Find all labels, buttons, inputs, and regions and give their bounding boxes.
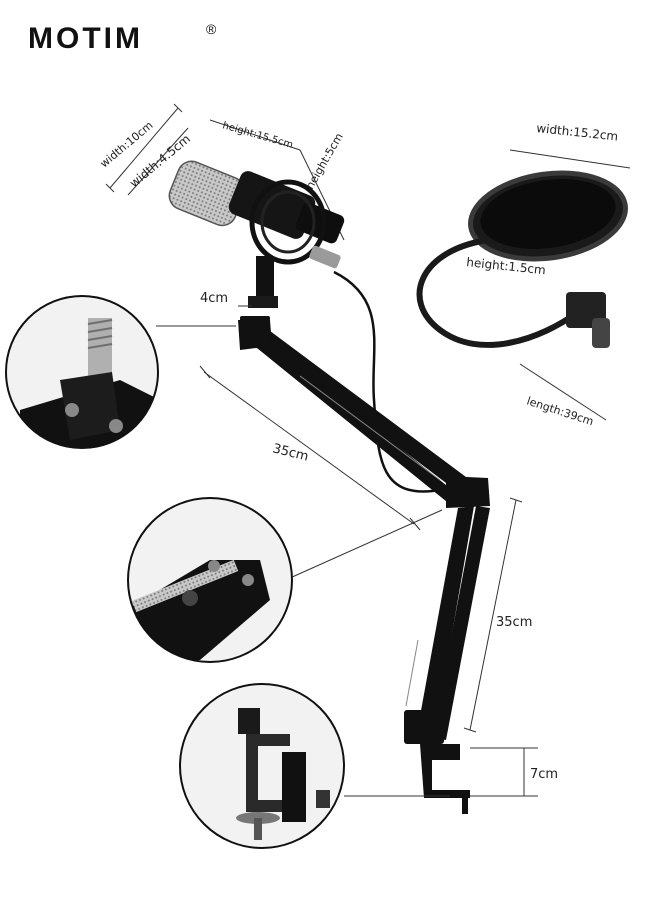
filter-width-label: width:15.2cm xyxy=(536,121,619,144)
gooseneck-length-label: length:39cm xyxy=(525,394,595,428)
mount-height-label: height:5cm xyxy=(303,131,346,192)
condenser-microphone xyxy=(168,160,345,269)
clamp-opening-label: 7cm xyxy=(530,767,558,782)
filter-dimension-lines xyxy=(509,149,631,421)
mic-height-label: height:15.5cm xyxy=(221,120,294,151)
arm-springs xyxy=(299,375,441,707)
lower-arm-length-label: 35cm xyxy=(496,615,532,630)
detail-circle-spring-joint xyxy=(127,497,293,663)
scissor-arm-stand xyxy=(238,320,490,814)
mount-spacing-label: 4cm xyxy=(200,291,228,306)
brand-name: MOTIM xyxy=(28,22,143,55)
arm-dimension-lines xyxy=(199,365,538,797)
pop-filter xyxy=(416,170,628,348)
registered-mark: ® xyxy=(206,21,217,37)
detail-circle-desk-clamp xyxy=(179,683,345,849)
mic-cable xyxy=(333,270,441,493)
shock-mount-pole xyxy=(240,256,278,330)
brand-logo: MOTIM ® xyxy=(28,22,216,55)
detail-circle-screw xyxy=(5,295,159,449)
